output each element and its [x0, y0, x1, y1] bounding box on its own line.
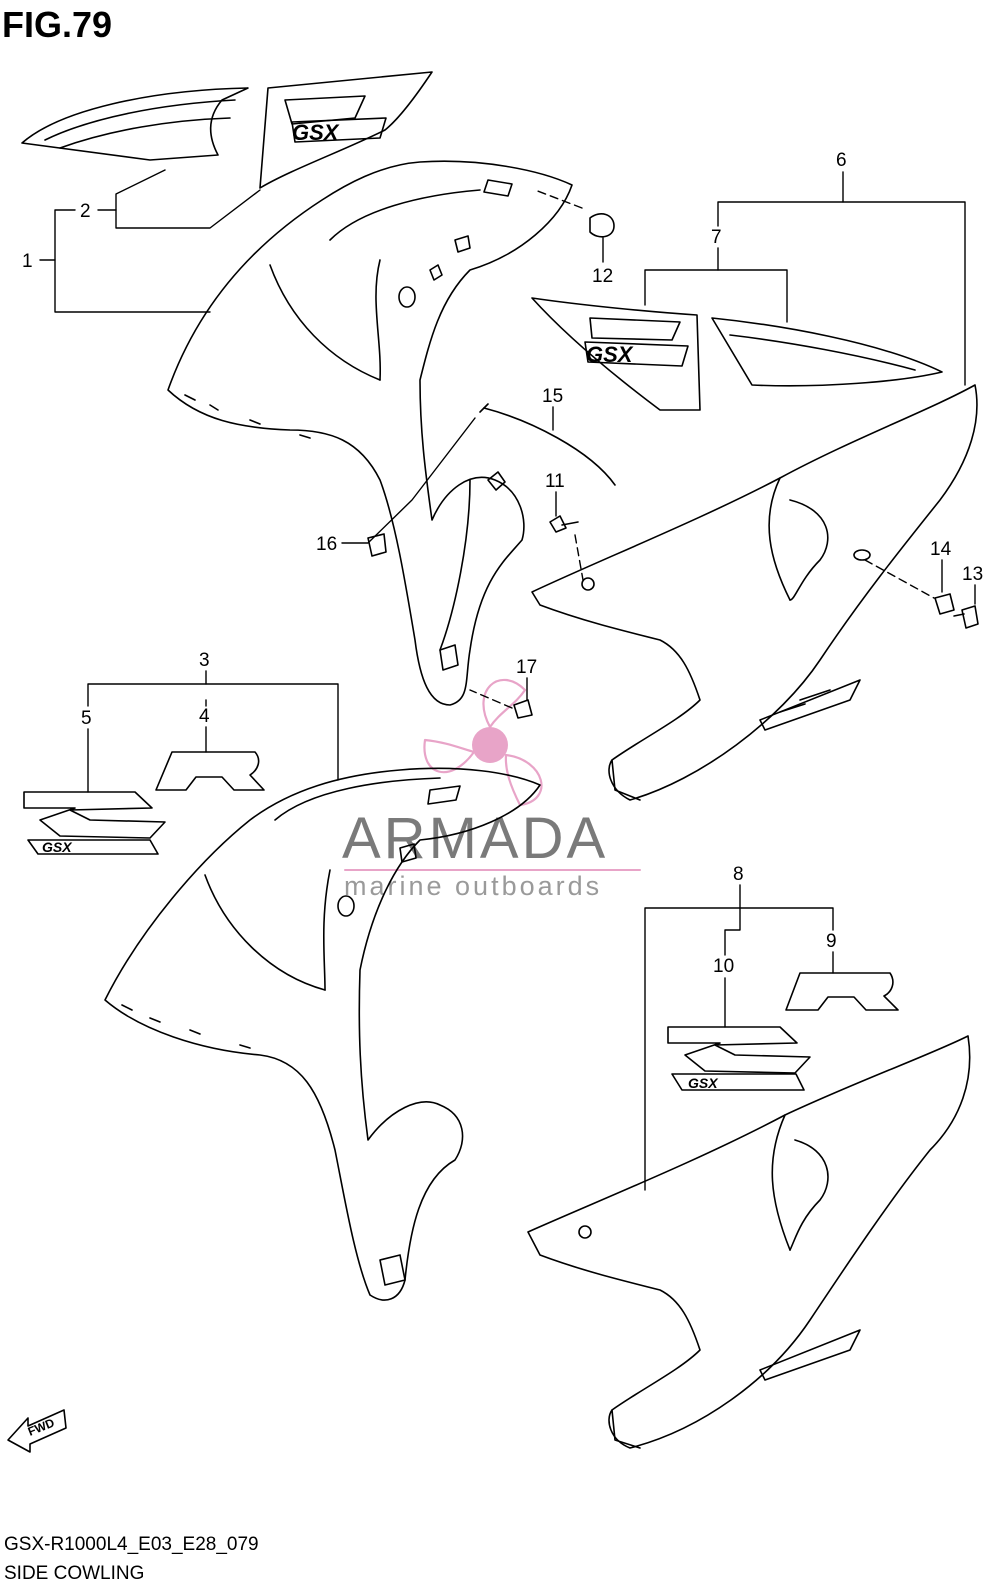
- callout-6: 6: [836, 150, 847, 171]
- callout-4: 4: [199, 706, 210, 727]
- watermark-tagline: marine outboards: [344, 871, 602, 901]
- callout-5: 5: [81, 708, 92, 729]
- callout-12: 12: [592, 266, 613, 287]
- callout-labels: 1 2 3 4 5 6 7 8 9 10 11 12 13 14 15 16 1…: [22, 150, 983, 977]
- side-cowling-lower-left: [527, 1035, 971, 1449]
- decal-r-4: [155, 751, 265, 791]
- callout-8: 8: [733, 864, 744, 885]
- callout-11: 11: [545, 471, 565, 492]
- decal-gsx-r-top: GSX: [259, 71, 433, 189]
- watermark-brand: ARMADA: [342, 806, 608, 871]
- callout-3: 3: [199, 650, 210, 671]
- leader-lines: [39, 169, 976, 1191]
- side-cowling-upper-right: [167, 160, 573, 706]
- screw-17: [513, 699, 533, 719]
- figure-title: FIG.79: [2, 4, 113, 45]
- clip-16: [367, 533, 387, 557]
- decal-gsx-r-mid: GSX: [531, 297, 701, 411]
- footer-section-name: SIDE COWLING: [4, 1563, 145, 1584]
- callout-13: 13: [962, 564, 983, 585]
- callout-16: 16: [316, 534, 337, 555]
- callout-9: 9: [826, 931, 837, 952]
- nut-14: [934, 593, 955, 615]
- callout-10: 10: [713, 956, 734, 977]
- screw-11: [549, 515, 579, 533]
- grommet-12: [589, 213, 615, 238]
- bolt-13: [953, 605, 979, 629]
- callout-2: 2: [80, 201, 91, 222]
- watermark-logo: [423, 678, 543, 807]
- side-cowling-upper-left: [104, 767, 541, 1301]
- decal-gsx-5-label: GSX: [42, 839, 73, 855]
- side-cowling-lower-right: [531, 384, 978, 801]
- callout-17: 17: [516, 657, 537, 678]
- callout-14: 14: [930, 539, 952, 560]
- decal-stripe-top-left: [21, 87, 249, 161]
- decal-r-9: [785, 972, 899, 1011]
- decal-gsx-5: GSX: [23, 791, 166, 855]
- callout-1: 1: [22, 251, 33, 272]
- decal-gsx-mid-label: GSX: [586, 342, 634, 367]
- callout-15: 15: [542, 386, 563, 407]
- decal-stripe-mid: [711, 317, 943, 387]
- decal-gsx-top-label: GSX: [292, 120, 340, 145]
- footer-model-code: GSX-R1000L4_E03_E28_079: [4, 1534, 259, 1555]
- decal-gsx-10-label: GSX: [688, 1075, 719, 1091]
- callout-7: 7: [711, 227, 722, 248]
- fwd-arrow-icon: FWD: [7, 1409, 67, 1453]
- decal-gsx-10: GSX: [667, 1026, 811, 1091]
- band-15: [479, 403, 616, 486]
